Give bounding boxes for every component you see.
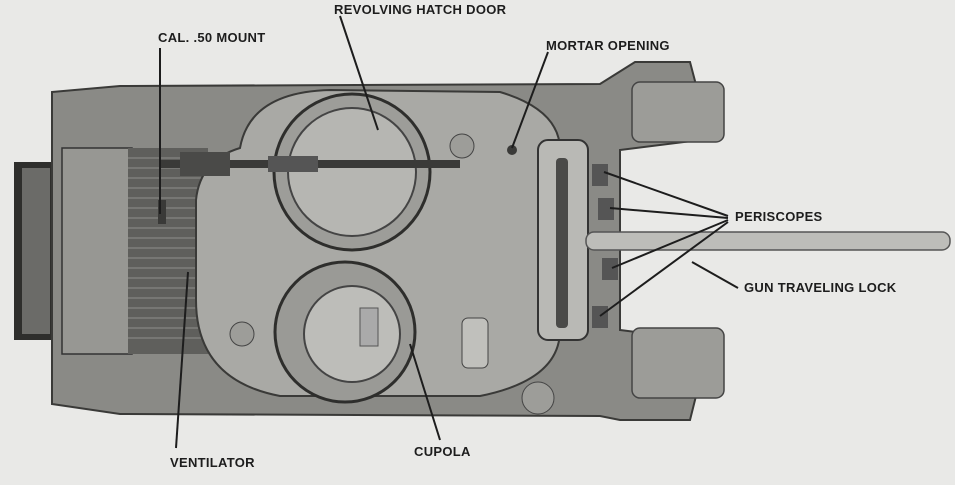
- turret-port: [449, 133, 475, 159]
- main-gun-barrel: [585, 231, 951, 251]
- label-cupola: CUPOLA: [414, 444, 471, 459]
- rear-hatch: [229, 321, 255, 347]
- periscope-1: [592, 164, 608, 186]
- leader-periscope-2: [609, 207, 729, 219]
- label-revolving-hatch-door: REVOLVING HATCH DOOR: [334, 2, 507, 17]
- cal50-receiver: [180, 152, 230, 176]
- cal50-mount-post: [158, 200, 166, 224]
- label-mortar-opening: MORTAR OPENING: [546, 38, 670, 53]
- leader-periscope-4: [599, 221, 729, 317]
- hull-hatch: [521, 381, 555, 415]
- vision-block: [461, 317, 489, 369]
- leader-mortar: [511, 51, 549, 149]
- engine-deck: [61, 147, 133, 355]
- ventilator-grille: [128, 148, 208, 354]
- leader-cupola: [409, 343, 441, 441]
- leader-periscope-3: [611, 219, 729, 269]
- label-gun-traveling-lock: GUN TRAVELING LOCK: [744, 280, 897, 295]
- label-cal50-mount: CAL. .50 MOUNT: [158, 30, 266, 45]
- cupola-hatch: [303, 285, 401, 383]
- mantlet-slot: [556, 158, 568, 328]
- label-ventilator: VENTILATOR: [170, 455, 255, 470]
- leader-ventilator: [175, 271, 189, 449]
- leader-traveling-lock: [691, 261, 739, 289]
- cupola-handle: [359, 307, 379, 347]
- periscope-3: [602, 258, 618, 280]
- periscope-4: [592, 306, 608, 328]
- periscope-2: [598, 198, 614, 220]
- leader-revolving-hatch: [339, 15, 379, 131]
- front-fender-top: [631, 81, 725, 143]
- rear-fender: [22, 168, 50, 334]
- label-periscopes: PERISCOPES: [735, 209, 823, 224]
- front-fender-bottom: [631, 327, 725, 399]
- leader-lines: [159, 15, 739, 449]
- cal50-barrel-jacket: [268, 156, 318, 172]
- mortar-opening: [507, 145, 517, 155]
- leader-periscope-1: [603, 171, 729, 217]
